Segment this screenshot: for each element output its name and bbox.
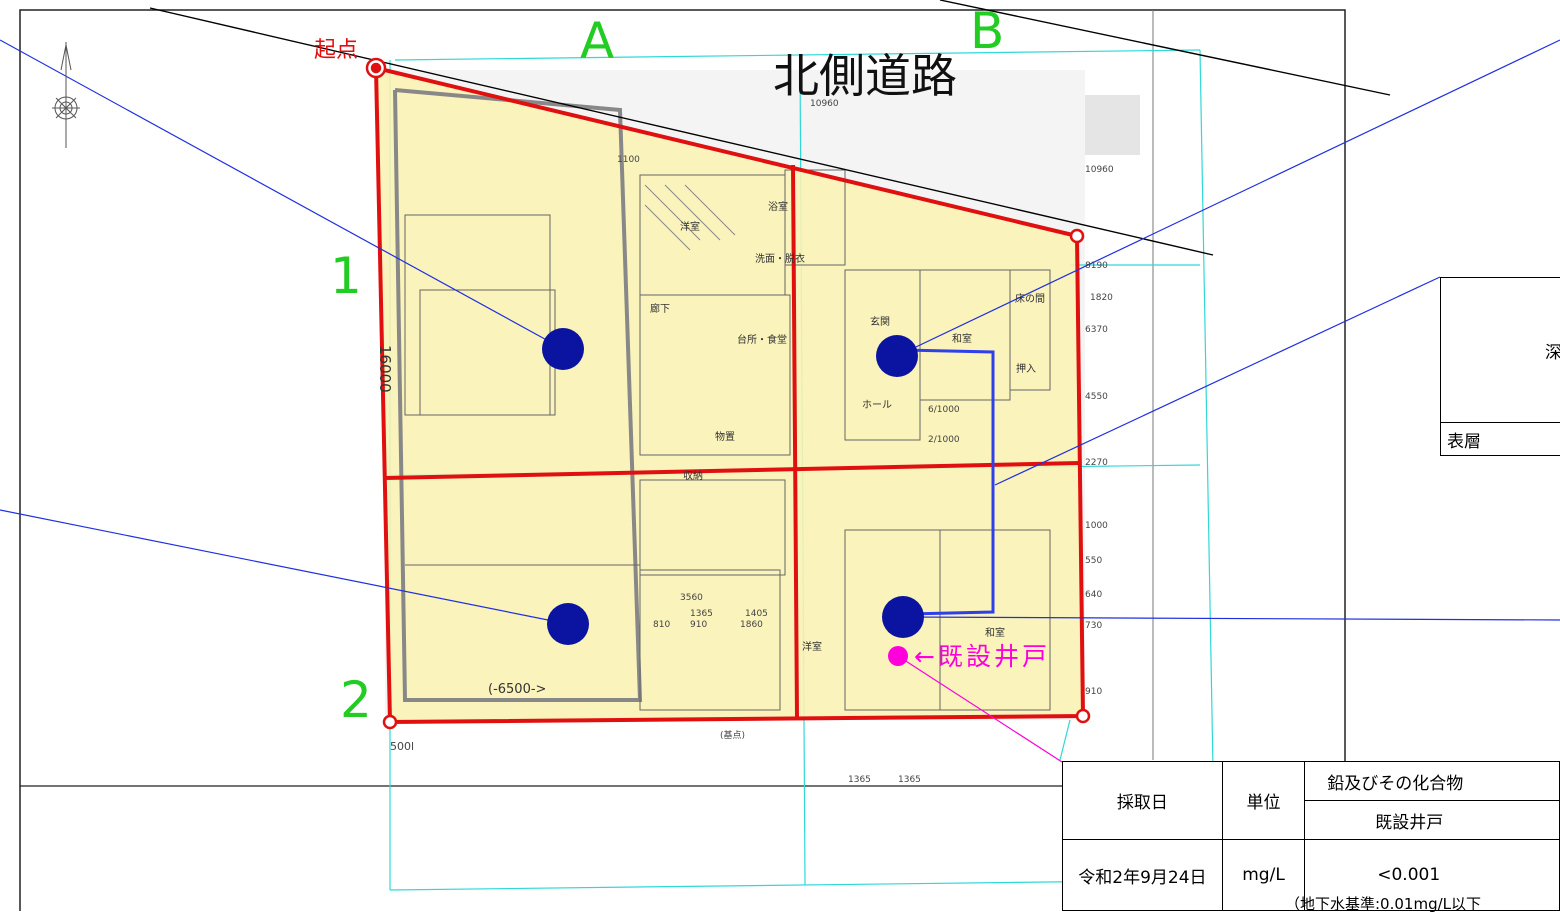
room-label: 物置 <box>715 430 735 443</box>
dimension-label-vertical: 16000 <box>376 345 394 393</box>
dimension-label: 810 <box>653 620 670 630</box>
header-location: 既設井戸 <box>1305 801 1560 840</box>
room-label: 収納 <box>683 469 703 482</box>
sample-point-a1 <box>542 328 584 370</box>
header-unit: 単位 <box>1222 762 1304 840</box>
sample-date: 令和2年9月24日 <box>1063 840 1223 911</box>
room-label: 玄関 <box>870 315 890 328</box>
dimension-label: 910 <box>1085 687 1102 697</box>
row-label-2: 2 <box>340 671 372 729</box>
well-label: ←既設井戸 <box>914 642 1050 671</box>
dimension-label: 500l <box>390 740 414 753</box>
dimension-label: 3560 <box>680 593 703 603</box>
dimension-label: 2270 <box>1085 458 1108 468</box>
north-arrow-icon <box>52 42 80 148</box>
depth-table: 深 表層 <box>1440 277 1560 456</box>
sample-point-b1 <box>876 335 918 377</box>
dimension-label: 1100 <box>617 155 640 165</box>
dimension-label: 1000 <box>1085 521 1108 531</box>
room-label: 洗面・脱衣 <box>755 252 805 265</box>
dimension-label: (基点) <box>720 729 745 741</box>
room-label: 台所・食堂 <box>737 333 787 346</box>
row-label-1: 1 <box>330 247 362 305</box>
room-label: ホール <box>862 399 892 411</box>
dimension-label: 4550 <box>1085 392 1108 402</box>
room-label: 押入 <box>1016 362 1036 375</box>
column-label-a: A <box>580 12 614 70</box>
well-point <box>888 646 908 666</box>
dimension-label: 10960 <box>1085 165 1114 175</box>
dimension-label: 1820 <box>1090 293 1113 303</box>
dimension-label: 1365 <box>848 775 871 785</box>
dimension-label-width: (-6500-> <box>488 682 546 697</box>
dimension-label: 550 <box>1085 556 1102 566</box>
depth-row-label: 表層 <box>1441 423 1560 456</box>
dimension-label: 730 <box>1085 621 1102 631</box>
room-label: 洋室 <box>802 640 822 653</box>
dimension-label: 1405 <box>745 609 768 619</box>
room-label: 浴室 <box>768 200 788 213</box>
room-label: 和室 <box>985 626 1005 639</box>
sample-point-b2 <box>882 596 924 638</box>
dimension-label: 1365 <box>898 775 921 785</box>
room-label: 廊下 <box>650 302 670 315</box>
sample-point-a2 <box>547 603 589 645</box>
dimension-label: 910 <box>690 620 707 630</box>
dimension-label: 6/1000 <box>928 405 960 415</box>
dimension-label: 2/1000 <box>928 435 960 445</box>
road-label: 北側道路 <box>773 49 957 103</box>
room-label: 和室 <box>952 332 972 345</box>
dimension-label: 10960 <box>810 99 839 109</box>
dimension-label: 6370 <box>1085 325 1108 335</box>
depth-header: 深 <box>1441 278 1560 423</box>
header-substance: 鉛及びその化合物 <box>1305 762 1560 801</box>
dimension-label: 1365 <box>690 609 713 619</box>
dimension-label: 8190 <box>1085 261 1108 271</box>
column-label-b: B <box>970 2 1004 60</box>
header-date: 採取日 <box>1063 762 1223 840</box>
results-table: 採取日 単位 鉛及びその化合物 既設井戸 令和2年9月24日 mg/L <0.0… <box>1062 761 1560 911</box>
dimension-label: 1860 <box>740 620 763 630</box>
dimension-label: 640 <box>1085 590 1102 600</box>
room-label: 床の間 <box>1015 292 1045 305</box>
room-label: 洋室 <box>680 220 700 233</box>
origin-label: 起点 <box>314 38 358 63</box>
